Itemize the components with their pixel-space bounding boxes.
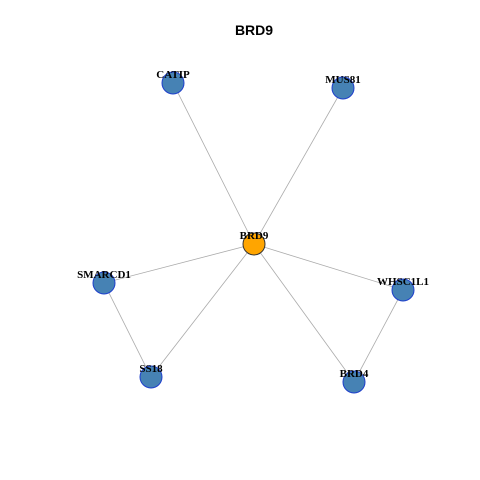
node-brd9[interactable] <box>242 232 266 256</box>
node-label-ss18: SS18 <box>139 363 163 375</box>
node-label-brd9: BRD9 <box>240 230 269 242</box>
edge-brd9-catip <box>172 82 255 245</box>
node-whsc1l1[interactable] <box>391 278 415 302</box>
graph-title: BRD9 <box>235 22 273 38</box>
node-ss18[interactable] <box>139 365 163 389</box>
node-label-catip: CATIP <box>156 69 190 81</box>
node-label-brd4: BRD4 <box>340 368 369 380</box>
edge-brd9-brd4 <box>253 243 355 383</box>
edge-brd9-ss18 <box>150 243 255 378</box>
node-label-mus81: MUS81 <box>325 74 360 86</box>
edge-brd9-whsc1l1 <box>253 243 404 291</box>
node-brd4[interactable] <box>342 370 366 394</box>
node-label-smarcd1: SMARCD1 <box>77 269 131 281</box>
edge-layer <box>103 82 404 383</box>
edge-smarcd1-ss18 <box>103 282 152 378</box>
node-smarcd1[interactable] <box>92 271 116 295</box>
node-catip[interactable] <box>161 71 185 95</box>
edge-whsc1l1-brd4 <box>353 289 404 383</box>
edge-brd9-smarcd1 <box>103 243 255 284</box>
edge-brd9-mus81 <box>253 87 344 245</box>
node-mus81[interactable] <box>331 76 355 100</box>
node-label-whsc1l1: WHSC1L1 <box>377 276 429 288</box>
